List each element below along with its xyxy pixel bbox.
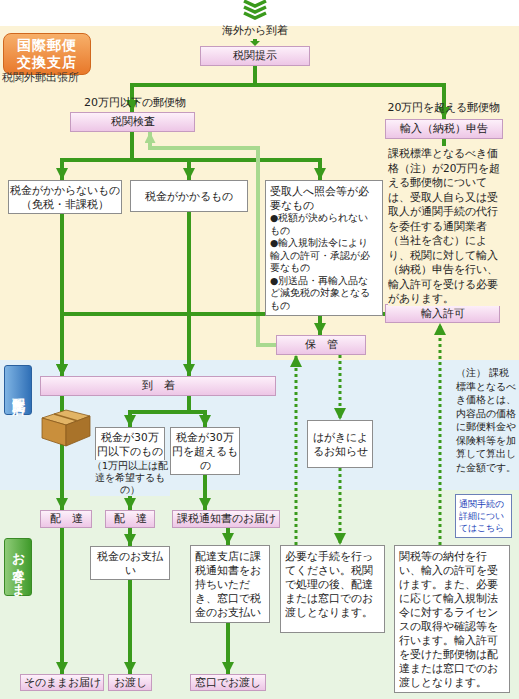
bullet-text: ●別送品・再輸入品など減免税の対象となるもの bbox=[270, 275, 378, 313]
box-text: 税金が30万円以下のもの bbox=[97, 430, 163, 458]
box-text: 受取人へ照会等が必要なもの bbox=[270, 184, 378, 212]
box-text: 到 着 bbox=[142, 379, 175, 393]
process-box: 配 達 bbox=[105, 510, 155, 528]
note-box: 関税等の納付を行い、輸入の許可を受けます。また、必要に応じて輸入規制法令に対する… bbox=[394, 545, 510, 693]
box-text: お渡し bbox=[114, 676, 147, 690]
band-tab: 配達支店 bbox=[4, 365, 32, 415]
link-box: 通関手続の詳細についてはこちら bbox=[455, 494, 512, 538]
box-text: 必要な手続を行ってください。税関で処理の後、配達または窓口でのお渡しとなります。 bbox=[285, 549, 380, 619]
text-label: 20万円以下の郵便物 bbox=[68, 96, 202, 110]
band-tab: お客さま bbox=[4, 538, 32, 596]
text-label: 海外から到着 bbox=[205, 24, 305, 38]
box-text: 配達支店に課税通知書をお持ちいただき、窓口で税金のお支払い bbox=[195, 549, 265, 619]
process-box: 輸入許可 bbox=[385, 304, 500, 323]
box-text: 輸入許可 bbox=[421, 307, 465, 321]
note-box: 税金がかかるもの bbox=[130, 180, 248, 212]
chevron bbox=[244, 1, 266, 6]
note-box: 必要な手続を行ってください。税関で処理の後、配達または窓口でのお渡しとなります。 bbox=[280, 545, 385, 633]
box-text: はがきによるお知らせ bbox=[309, 430, 371, 458]
note-box: はがきによるお知らせ bbox=[307, 420, 373, 468]
note-box: 税金がかからないもの（免税・非課税） bbox=[8, 180, 122, 214]
box-text: 税金が30万円を超えるもの bbox=[172, 430, 238, 472]
process-box: 到 着 bbox=[40, 376, 276, 396]
box-text: 税関検査 bbox=[111, 115, 155, 129]
note-box: 税金が30万円以下のもの bbox=[95, 427, 165, 461]
box-text: 税金がかからないもの（免税・非課税） bbox=[10, 183, 120, 211]
box-text: そのままお届け bbox=[24, 676, 101, 690]
bullet-text: ●税額が決められないもの bbox=[270, 212, 378, 237]
box-text: 配 達 bbox=[114, 512, 147, 526]
note-box: 受取人へ照会等が必要なもの●税額が決められないもの●輸入規制法令により輸入の許可… bbox=[265, 180, 383, 316]
text-label: 20万円を超える郵便物 bbox=[380, 101, 508, 115]
process-box: 税関検査 bbox=[70, 112, 195, 132]
process-box: 窓口でお渡し bbox=[190, 674, 266, 691]
band-subtitle: 税関外郵出張所 bbox=[2, 71, 102, 87]
text-label: 課税標準となるべき価格（注）が20万円を超える郵便物については、受取人自ら又は受… bbox=[388, 146, 508, 306]
process-box: お渡し bbox=[108, 674, 152, 691]
note-box: 税金が30万円を超えるもの bbox=[170, 427, 240, 475]
chevron bbox=[244, 7, 266, 12]
box-text: 通関手続の詳細についてはこちら bbox=[459, 498, 508, 534]
note-box: 税金のお支払い bbox=[90, 546, 170, 580]
box-text: 課税通知書のお届け bbox=[177, 512, 276, 526]
band-region: お客さま 配 達 配 達 課税通知書のお届け税金のお支払い配達支店に課税通知書をお持ち… bbox=[0, 490, 519, 699]
chevron bbox=[244, 13, 266, 18]
box-text: 税金がかかるもの bbox=[132, 189, 246, 203]
box-text: 輸入（納税）申告 bbox=[400, 122, 488, 136]
band-tab: 国際郵便交換支店 bbox=[3, 33, 91, 75]
box-text: 配 達 bbox=[50, 512, 83, 526]
process-box: 輸入（納税）申告 bbox=[385, 119, 503, 139]
box-text: 関税等の納付を行い、輸入の許可を受けます。また、必要に応じて輸入規制法令に対する… bbox=[399, 549, 505, 689]
text-label: （1万円以上は配達を希望するもの） bbox=[90, 460, 170, 496]
band-region: 配達支店 到 着税金が30万円以下のもの税金が30万円を超えるもの はがきによるお知… bbox=[0, 360, 519, 490]
bullet-text: ●輸入規制法令により輸入の許可・承認が必要なもの bbox=[270, 237, 378, 275]
process-box: 保 管 bbox=[276, 335, 366, 355]
box-text: 税金のお支払い bbox=[92, 549, 168, 577]
box-text: 税関提示 bbox=[233, 49, 277, 63]
process-box: そのままお届け bbox=[20, 674, 104, 691]
process-box: 課税通知書のお届け bbox=[172, 510, 280, 528]
box-text: 保 管 bbox=[305, 338, 338, 352]
footnote: （注） 課税標準となるべき価格とは、内容品の価格に郵便料金や保険料等を加算して算… bbox=[456, 366, 516, 474]
box-text: 窓口でお渡し bbox=[195, 676, 261, 690]
process-box: 税関提示 bbox=[200, 46, 310, 66]
process-box: 配 達 bbox=[40, 510, 92, 528]
note-box: 配達支店に課税通知書をお持ちいただき、窓口で税金のお支払い bbox=[190, 545, 270, 623]
